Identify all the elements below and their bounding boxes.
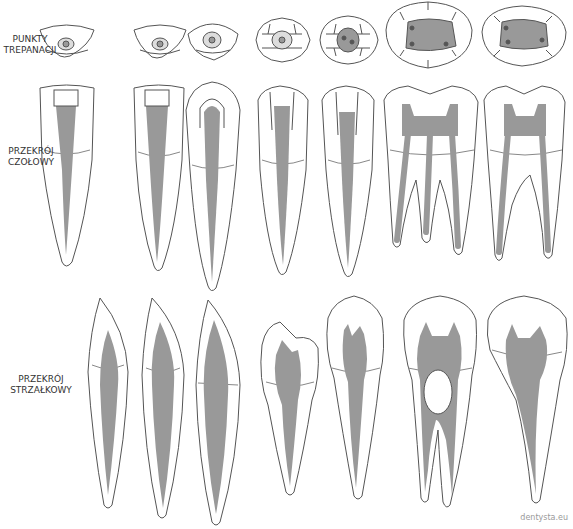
row-label: PRZEKRÓJ STRZAŁKOWY (0, 374, 82, 396)
watermark: dentysta.eu (480, 512, 568, 523)
row-label: PUNKTY TREPANACJI (0, 34, 60, 56)
row-label: PRZEKRÓJ CZOŁOWY (0, 146, 62, 168)
